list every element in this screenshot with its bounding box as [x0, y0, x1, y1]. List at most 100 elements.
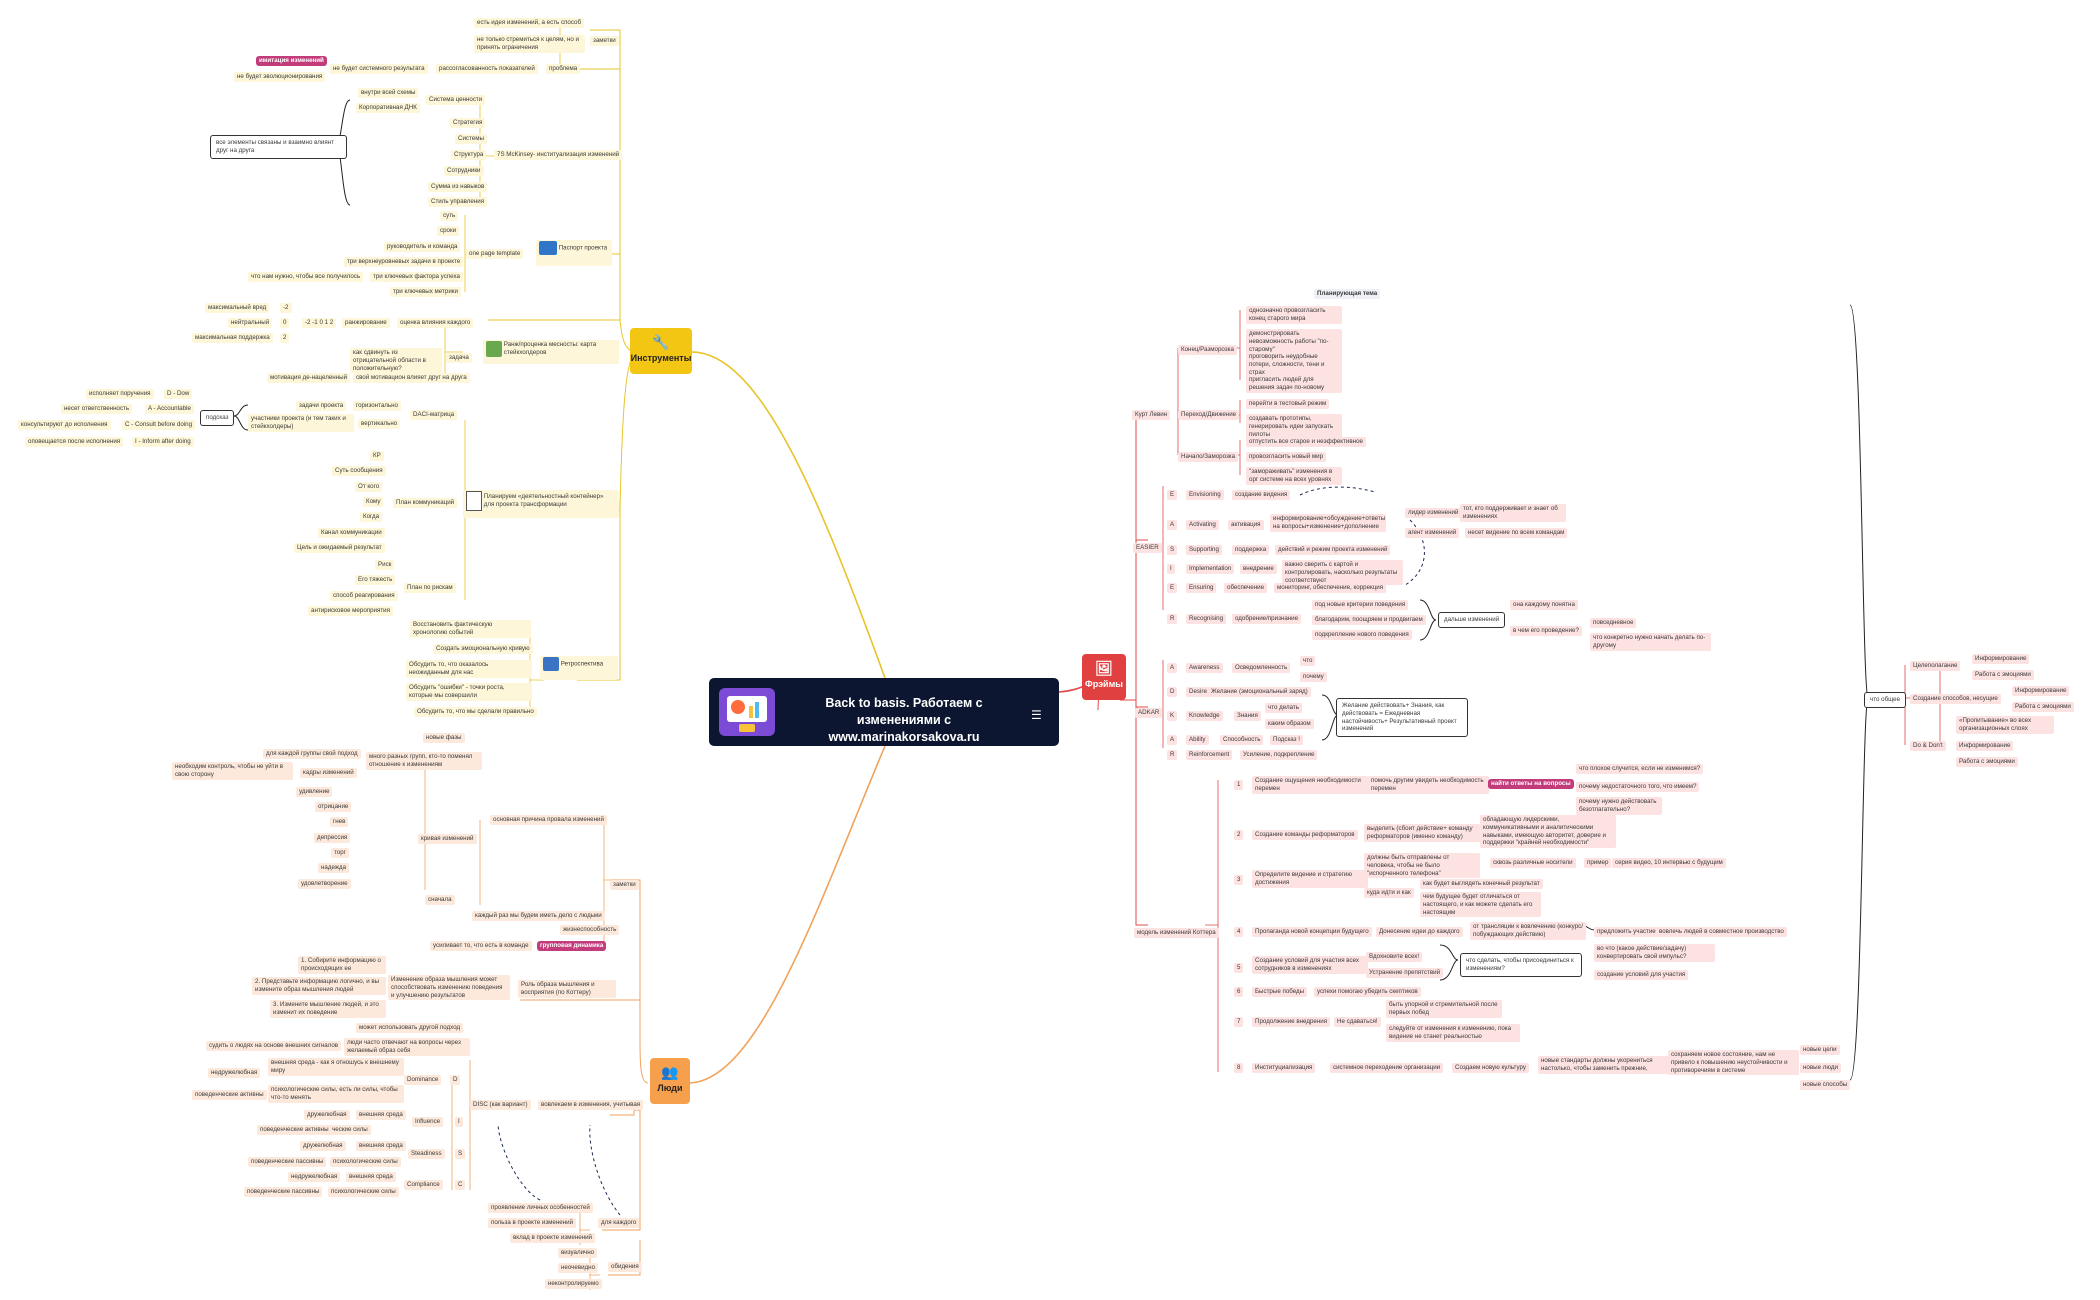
kotter-step[interactable]: Пропаганда новой концепции будущего [1252, 927, 1372, 937]
disc-item[interactable]: внешняя среда [346, 1172, 396, 1182]
disc-item[interactable]: психологические силы [328, 1187, 399, 1197]
common-item[interactable]: Do & Don't [1910, 741, 1946, 751]
opt-item[interactable]: три верхнеуровневых задачи в проекте [344, 257, 464, 267]
kotter-detail[interactable]: пример [1584, 858, 1612, 868]
disc-model[interactable]: DISC (как вариант) [470, 1100, 531, 1110]
stake-map-node[interactable]: Ранж/проценка месносты: карта стейкхолде… [483, 340, 619, 364]
retro-item[interactable]: Создать эмоциональную кривую [433, 644, 533, 654]
adkar-note[interactable]: Желание действовать+ Знания, как действо… [1336, 698, 1468, 737]
problem-item[interactable]: не будет системного результата [330, 64, 428, 74]
disc-letter[interactable]: S [455, 1149, 466, 1159]
scale-value[interactable]: 0 [280, 318, 290, 328]
disc-item[interactable]: поведенческие активны [257, 1125, 332, 1135]
kotter-detail[interactable]: сквозь различные носители [1490, 858, 1576, 868]
kotter-detail[interactable]: успехи помогаю убедить скептиков [1314, 987, 1421, 997]
mck-note[interactable]: все элементы связаны и взаимно влиянт др… [210, 135, 347, 159]
adkar-step[interactable]: Ability [1186, 735, 1209, 745]
adkar-detail[interactable]: что [1300, 656, 1316, 666]
adkar-step[interactable]: Awareness [1186, 663, 1223, 673]
kotter-num[interactable]: 8 [1234, 1063, 1244, 1073]
lewin-phase[interactable]: Начало/Заморозка [1178, 452, 1239, 462]
kotter-detail[interactable]: Не сдаваться! [1334, 1017, 1381, 1027]
fear-node[interactable]: кадры изменений [300, 768, 357, 778]
hint-node[interactable]: подсказ [200, 410, 235, 426]
role-item[interactable]: Изменение образа мышления может способст… [388, 975, 510, 1001]
disc-dominance[interactable]: Dominance [404, 1075, 442, 1085]
easier-detail[interactable]: тот, кто поддерживает и знает об изменен… [1460, 504, 1566, 522]
lewin-item[interactable]: "замораживать" изменения в орг системе н… [1246, 467, 1342, 485]
lewin-item[interactable]: демонстрировать невозможность работы "по… [1246, 329, 1342, 355]
common-sub[interactable]: Работа с эмоциями [1956, 757, 2018, 767]
retro-item[interactable]: Обсудить то, что мы сделали правильно [414, 707, 537, 717]
disc-item[interactable]: психологические силы [330, 1157, 401, 1167]
central-topic[interactable]: Back to basis. Работаем с изменениями с … [709, 678, 1059, 746]
changes-node[interactable]: сначала [425, 895, 455, 905]
kotter-detail[interactable]: помочь другим увидеть необходимость пере… [1368, 776, 1489, 794]
disc-item[interactable]: поведенческие пассивны [244, 1187, 323, 1197]
daci-i-label[interactable]: оповещается после исполнения [25, 437, 124, 447]
easier-letter[interactable]: A [1167, 520, 1178, 530]
easier-node[interactable]: EASIER [1133, 543, 1162, 553]
easier-detail[interactable]: агент изменений [1405, 528, 1460, 538]
easier-letter[interactable]: I [1167, 564, 1175, 574]
dynamics-note[interactable]: усиливает то, что есть в команде [430, 941, 532, 951]
branch-frameworks[interactable]: 🖼 Фрэймы [1082, 654, 1126, 700]
easier-step-ru[interactable]: создание видения [1232, 490, 1291, 500]
foreach-node[interactable]: для каждого [598, 1218, 640, 1228]
daci-i[interactable]: I - Inform after doing [132, 437, 194, 447]
lewin-item[interactable]: перейти в тестовый режим [1246, 399, 1330, 409]
lewin-phase[interactable]: Переход/Движение [1178, 410, 1240, 420]
kotter-detail[interactable]: следуйте от изменения к изменению, пока … [1386, 1024, 1520, 1042]
values-item[interactable]: внутри всей схемы [358, 88, 419, 98]
adkar-step-ru[interactable]: Способность [1220, 735, 1264, 745]
adkar-step-ru[interactable]: Знания [1234, 711, 1261, 721]
kotter-note[interactable]: что сделать, чтобы присоединиться к изме… [1460, 953, 1582, 977]
disc-item[interactable]: дружелюбная [300, 1141, 346, 1151]
adkar-step-ru[interactable]: Желание (эмоциональный заряд) [1208, 687, 1311, 697]
comm-node[interactable]: План коммуникаций [393, 498, 458, 508]
rank-node[interactable]: ранжирование [342, 318, 390, 328]
kotter-detail[interactable]: почему нужно действовать безотлагательно… [1576, 797, 1662, 815]
kotter-detail[interactable]: системное переходение организации [1330, 1063, 1444, 1073]
kotter-step[interactable]: Определите видение и стратегию достижени… [1252, 870, 1368, 888]
disc-item[interactable]: внешняя среда - как я отношусь к внешнем… [268, 1058, 404, 1076]
scale-node[interactable]: -2 -1 0 1 2 [302, 318, 337, 328]
comm-item[interactable]: Цель и ожидаемый результат [294, 543, 385, 553]
easier-step[interactable]: Recognising [1186, 614, 1227, 624]
easier-detail[interactable]: мониторинг, обеспечение, коррекция [1274, 583, 1387, 593]
disc-item[interactable]: внешняя среда [356, 1141, 406, 1151]
opt-node[interactable]: one page template [466, 249, 524, 259]
adkar-letter[interactable]: K [1167, 711, 1178, 721]
comm-item[interactable]: КР [370, 451, 384, 461]
kotter-detail[interactable]: Создаем новую культуру [1452, 1063, 1529, 1073]
notes-item[interactable]: не только стремиться к целям, но и приня… [474, 35, 585, 53]
each-node[interactable]: каждый раз мы будем иметь дело с людьми [472, 911, 605, 921]
risk-node[interactable]: План по рискам [404, 583, 456, 593]
adkar-step[interactable]: Reinforcement [1186, 750, 1233, 760]
further-node[interactable]: дальше изменений [1438, 612, 1506, 628]
daci-a[interactable]: A - Accountable [145, 404, 194, 414]
lewin-item[interactable]: создавать прототипы, генерировать идеи з… [1246, 414, 1342, 440]
adkar-detail[interactable]: почему [1300, 672, 1327, 682]
easier-step-ru[interactable]: активация [1228, 520, 1264, 530]
disc-item[interactable]: психологические силы, есть ли силы, чтоб… [268, 1085, 404, 1103]
disc-top[interactable]: люди часто отвечают на вопросы через жел… [344, 1038, 470, 1056]
foreach-item[interactable]: вклад в проекте изменений [510, 1233, 596, 1243]
horiz-node[interactable]: горизонтально [353, 401, 401, 411]
adkar-node[interactable]: ADKAR [1135, 708, 1163, 718]
kotter-num[interactable]: 7 [1234, 1017, 1244, 1027]
risk-item[interactable]: Риск [375, 560, 395, 570]
factors-node[interactable]: три ключевых фактора успеха [370, 272, 463, 282]
motiv-node[interactable]: свой мотивацион влияет друг на друга [353, 373, 470, 383]
further-item[interactable]: повседневное [1590, 618, 1637, 628]
comm-item[interactable]: Канал коммуникации [318, 528, 385, 538]
easier-letter[interactable]: E [1167, 583, 1178, 593]
adkar-step-ru[interactable]: Осведомленность [1232, 663, 1291, 673]
mck-item[interactable]: Системы [455, 134, 487, 144]
disc-item[interactable]: поведенческие активны [192, 1090, 267, 1100]
values-item[interactable]: Корпоративная ДНК [356, 103, 420, 113]
common-sub[interactable]: Информирование [1956, 741, 2014, 751]
values-node[interactable]: Система ценности [426, 95, 486, 105]
retro-item[interactable]: Обсудить то, что оказалось неожиданным д… [406, 660, 532, 678]
vert-node[interactable]: вертикально [358, 419, 401, 429]
